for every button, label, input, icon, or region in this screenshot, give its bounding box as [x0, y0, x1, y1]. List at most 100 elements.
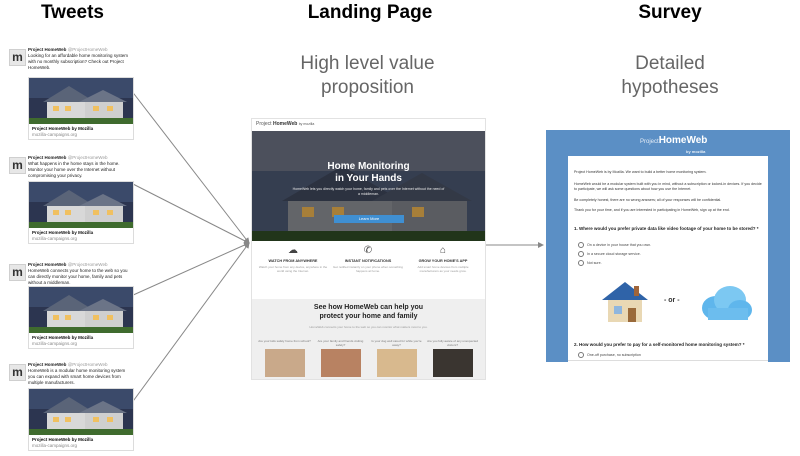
radio-button[interactable]	[578, 251, 584, 257]
feature-text: Get notified instantly on your phone whe…	[333, 265, 403, 273]
thumb-image	[432, 349, 473, 377]
home-icon: ⌂	[439, 245, 447, 256]
tweet-card-title: Project HomeWeb by Mozilla	[32, 437, 94, 442]
arrow-tweet4-to-landing	[130, 242, 250, 405]
thumb-3: Is your dog well cared for while you're …	[370, 339, 423, 379]
section-text: HomeWeb connects your home to the web so…	[309, 325, 428, 329]
landing-subtitle: High level value proposition	[260, 52, 475, 100]
tweet-text: Looking for an affordable home monitorin…	[28, 53, 128, 70]
house-icon	[602, 282, 648, 322]
q1-option-3[interactable]: Not sure.	[578, 260, 602, 266]
house-photo	[29, 182, 133, 228]
mozilla-avatar: m	[9, 264, 26, 281]
landing-subtitle-line1: High level value	[300, 53, 435, 74]
tweet-card-title: Project HomeWeb by Mozilla	[32, 335, 94, 340]
q1-option-1[interactable]: On a device in your house that you own.	[578, 242, 651, 248]
mozilla-avatar: m	[9, 364, 26, 381]
mozilla-avatar: m	[9, 157, 26, 174]
hero-house-image	[252, 131, 485, 241]
tweet-2[interactable]: m Project HomeWeb @ProjectHomeWeb What h…	[9, 155, 134, 244]
survey-intro-2: HomeWeb would be a modular system built …	[574, 182, 762, 191]
tweet-account: Project HomeWeb	[28, 262, 67, 267]
landing-page-mock: Project HomeWeb by mozilla Home Monitori…	[251, 118, 486, 380]
q1-option-2[interactable]: In a secure cloud storage service.	[578, 251, 641, 257]
thumb-caption: Are your family and friends visiting saf…	[317, 339, 364, 347]
landing-hero: Home Monitoring in Your Hands HomeWeb le…	[252, 131, 485, 241]
tweet-meta: Project HomeWeb @ProjectHomeWeb HomeWeb …	[28, 362, 132, 386]
tweet-card[interactable]: Project HomeWeb by Mozilla mozilla-campa…	[28, 77, 134, 140]
radio-button[interactable]	[578, 242, 584, 248]
tweet-1[interactable]: m Project HomeWeb @ProjectHomeWeb Lookin…	[9, 47, 134, 140]
tweet-text: HomeWeb connects your home to the web so…	[28, 268, 128, 285]
tweet-card-url[interactable]: mozilla-campaigns.org	[32, 132, 78, 137]
feature-text: Watch your home from any device, anywher…	[258, 265, 328, 273]
tweet-handle: @ProjectHomeWeb	[67, 362, 108, 367]
tweet-account: Project HomeWeb	[28, 362, 67, 367]
thumb-caption: Are you fully aware of any unexpected vi…	[427, 339, 478, 347]
survey-intro-4: Thank you for your time, and if you are …	[574, 208, 730, 212]
tweet-card[interactable]: Project HomeWeb by Mozilla mozilla-campa…	[28, 286, 134, 349]
landing-page-heading: Landing Page	[307, 2, 433, 23]
landing-section: See how HomeWeb can help you protect you…	[252, 299, 485, 379]
tweet-account: Project HomeWeb	[28, 155, 67, 160]
phone-icon: ✆	[363, 245, 373, 256]
radio-button[interactable]	[578, 260, 584, 266]
house-photo	[29, 287, 133, 333]
survey-intro-1: Project HomeWeb is by Mozilla. We want t…	[574, 170, 707, 174]
landing-subtitle-line2: proposition	[321, 77, 414, 98]
survey-heading: Survey	[638, 2, 702, 23]
tweet-card[interactable]: Project HomeWeb by Mozilla mozilla-campa…	[28, 181, 134, 244]
survey-subtitle-line1: Detailed	[635, 53, 705, 74]
survey-question-1: 1. Where would you prefer private data l…	[574, 226, 759, 231]
tweet-card-url[interactable]: mozilla-campaigns.org	[32, 236, 78, 241]
tweet-card-title: Project HomeWeb by Mozilla	[32, 230, 94, 235]
arrow-tweet1-to-landing	[130, 89, 250, 244]
cloud-icon	[702, 286, 752, 320]
tweet-meta: Project HomeWeb @ProjectHomeWeb Looking …	[28, 47, 132, 71]
feature-watch: ☁ WATCH FROM ANYWHERE Watch your home fr…	[258, 245, 328, 273]
house-photo	[29, 78, 133, 124]
survey-question-2: 2. How would you prefer to pay for a sel…	[574, 342, 745, 347]
radio-button[interactable]	[578, 352, 584, 358]
feature-notifications: ✆ INSTANT NOTIFICATIONS Get notified ins…	[333, 245, 403, 273]
feature-title: INSTANT NOTIFICATIONS	[344, 259, 392, 263]
mozilla-avatar: m	[9, 49, 26, 66]
tweet-text: What happens in the home stays in the ho…	[28, 161, 120, 178]
feature-title: GROW YOUR HOME'S APP	[418, 259, 468, 263]
thumb-image	[320, 349, 361, 377]
tweet-meta: Project HomeWeb @ProjectHomeWeb What hap…	[28, 155, 132, 179]
landing-brand: Project HomeWeb by mozilla	[252, 119, 485, 131]
tweet-4[interactable]: m Project HomeWeb @ProjectHomeWeb HomeWe…	[9, 362, 134, 454]
tweet-handle: @ProjectHomeWeb	[67, 47, 108, 52]
thumb-caption: Is your dog well cared for while you're …	[371, 339, 422, 347]
survey-or-label: - or -	[664, 297, 680, 304]
survey-brand-name: HomeWeb	[658, 135, 708, 146]
survey-brand-suffix: by mozilla	[686, 149, 706, 154]
hero-subtitle: HomeWeb lets you directly watch your hom…	[292, 187, 445, 196]
thumb-image	[264, 349, 305, 377]
tweet-meta: Project HomeWeb @ProjectHomeWeb HomeWeb …	[28, 262, 132, 286]
section-title-line1: See how HomeWeb can help you	[313, 304, 424, 311]
section-title-line2: protect your home and family	[319, 313, 418, 320]
survey-brand-prefix: Project	[640, 139, 659, 145]
q2-option-1[interactable]: One-off purchase, no subscription	[578, 352, 641, 358]
tweet-card-url[interactable]: mozilla-campaigns.org	[32, 341, 78, 346]
tweets-heading: Tweets	[40, 2, 104, 23]
thumb-2: Are your family and friends visiting saf…	[314, 339, 367, 379]
tweet-card-url[interactable]: mozilla-campaigns.org	[32, 443, 78, 448]
feature-text: Add smart home devices from multiple man…	[417, 265, 469, 273]
survey-logo: ProjectHomeWeb	[640, 135, 707, 146]
hero-title-line2: in Your Hands	[335, 173, 402, 184]
hero-title-line1: Home Monitoring	[327, 161, 410, 172]
tweet-handle: @ProjectHomeWeb	[67, 262, 108, 267]
feature-grow: ⌂ GROW YOUR HOME'S APP Add smart home de…	[408, 245, 478, 273]
tweet-3[interactable]: m Project HomeWeb @ProjectHomeWeb HomeWe…	[9, 262, 134, 350]
hero-title: Home Monitoring in Your Hands	[252, 161, 485, 185]
cloud-icon: ☁	[288, 245, 298, 256]
survey-form: Project HomeWeb is by Mozilla. We want t…	[568, 156, 768, 362]
learn-more-button[interactable]: Learn More	[334, 215, 404, 223]
tweet-card[interactable]: Project HomeWeb by Mozilla mozilla-campa…	[28, 388, 134, 451]
tweet-account: Project HomeWeb	[28, 47, 67, 52]
arrow-tweet2-to-landing	[130, 182, 250, 244]
thumb-caption: Are your kids safely home from school?	[258, 339, 311, 343]
